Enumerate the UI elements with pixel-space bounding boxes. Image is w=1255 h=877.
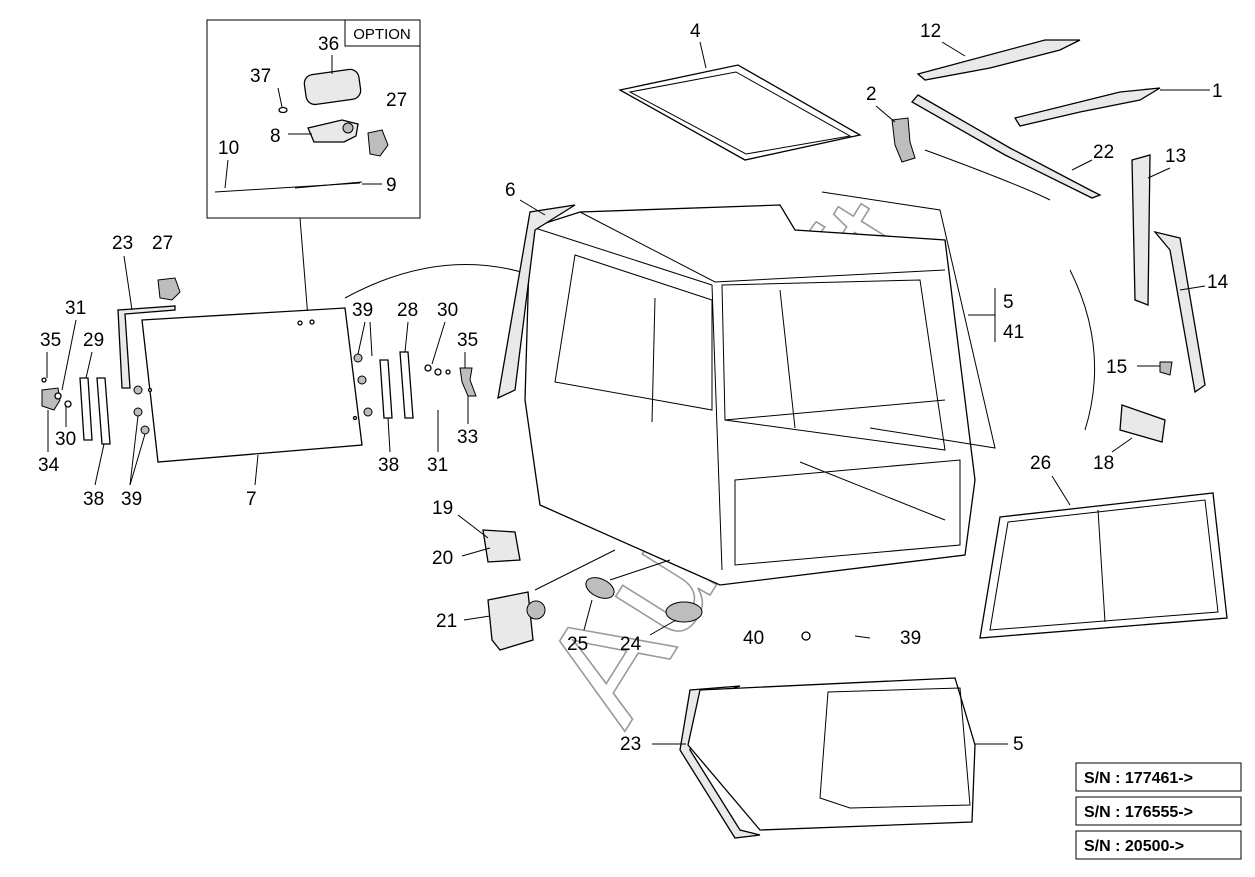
part-1-wiper-arm [1013,87,1161,127]
part-26-screw [854,635,871,639]
cab-frame [497,191,996,586]
callout-18: 18 [1093,453,1114,474]
serial-box-3 [1075,830,1242,860]
callout-14: 14 [1207,272,1229,293]
callout-24: 22 [1093,142,1114,163]
part-22-grommet [665,601,703,623]
callout-36-right: 35 [457,330,478,351]
callout-37: 36 [318,34,339,55]
cab-body [524,204,976,586]
callout-31: 29 [83,330,104,351]
callout-32-left: 30 [55,429,76,450]
callout-35: 34 [38,455,60,476]
part-23-pump [585,577,615,599]
part-24-linkage [910,94,1102,199]
callout-32-right: 30 [437,300,458,321]
serial-box-1 [1075,762,1242,792]
part-5-door-glass [821,191,996,449]
callout-40-left: 39 [121,489,142,510]
callout-11: 10 [218,138,239,159]
callout-12: 12 [920,21,941,42]
part-29-bracket-left [157,277,181,301]
callout-33-left: 31 [65,298,86,319]
lower-parts [482,529,871,651]
part-38-clip [278,106,288,114]
callout-39-right: 38 [378,455,399,476]
callout-9: 8 [270,126,281,147]
part-28-sliding-window [979,492,1228,639]
callout-27: 40 [743,628,764,649]
part-31-strip [79,377,93,441]
part-2-motor [891,117,916,163]
callout-41: 41 [1003,322,1024,343]
callout-labels: 36 37 27 8 10 9 23 27 31 35 29 30 34 38 … [38,21,1229,755]
callout-26: 39 [900,628,921,649]
part-8-side-panel [497,204,576,400]
callout-38: 37 [250,66,271,87]
callout-19: 19 [432,498,453,519]
part-21-washer-tank [487,591,534,651]
callout-30: 28 [397,300,418,321]
part-12-wiper-arm [916,39,1081,81]
part-6-door [679,677,976,839]
callout-2: 2 [866,84,877,105]
callout-21: 21 [436,611,457,632]
option-label: OPTION [353,26,411,43]
callout-8: 6 [505,180,516,201]
part-4-roof-glass [618,64,862,161]
part-39-strip-right [379,359,393,419]
part-25-seal [117,305,176,389]
callout-5: 5 [1003,292,1014,313]
part-39-strip-left [96,377,111,445]
callout-29: 27 [386,90,407,111]
callout-39-left: 38 [83,489,104,510]
callout-29-left: 27 [152,233,173,254]
part-27-plug [801,631,811,641]
callout-40-right: 39 [352,300,373,321]
part-7-rear-glass [141,307,363,463]
callout-25-left: 23 [112,233,133,254]
callout-28: 26 [1030,453,1051,474]
part-29-bracket [367,129,389,157]
callout-34: 33 [457,427,478,448]
callout-4: 4 [690,21,701,42]
part-14-wiper-arm [1153,230,1206,394]
rear-window-group [41,264,586,463]
serial-number-boxes: S/N : 177461-> S/N : 176555-> S/N : 2050… [1075,762,1242,860]
cab-front-window [554,254,713,411]
part-37-pad [303,68,362,106]
serial-number-2: S/N : 176555-> [1084,804,1193,821]
callout-22: 24 [620,634,642,655]
serial-number-3: S/N : 20500-> [1084,838,1184,855]
callout-1: 1 [1212,81,1223,102]
serial-number-1: S/N : 177461-> [1084,770,1193,787]
callout-23: 25 [567,634,588,655]
callout-33-right: 31 [427,455,448,476]
serial-box-2 [1075,796,1242,826]
part-15-clip [1159,361,1173,376]
callout-10: 9 [386,175,397,196]
part-18-bracket [1119,404,1166,443]
callout-20: 20 [432,548,453,569]
part-20-switch [482,529,521,563]
callout-25-door: 23 [620,734,641,755]
callout-15: 15 [1106,357,1127,378]
part-13-wiper-blade [1131,154,1151,306]
callout-6: 5 [1013,734,1024,755]
part-34-hinge [459,367,477,397]
callout-36-left: 35 [40,330,61,351]
part-30-strip [399,351,414,419]
option-inset: OPTION [206,19,421,319]
wiper-assembly [891,39,1206,443]
cab-side-window [721,279,946,451]
callout-7: 7 [246,489,257,510]
callout-13: 13 [1165,146,1186,167]
